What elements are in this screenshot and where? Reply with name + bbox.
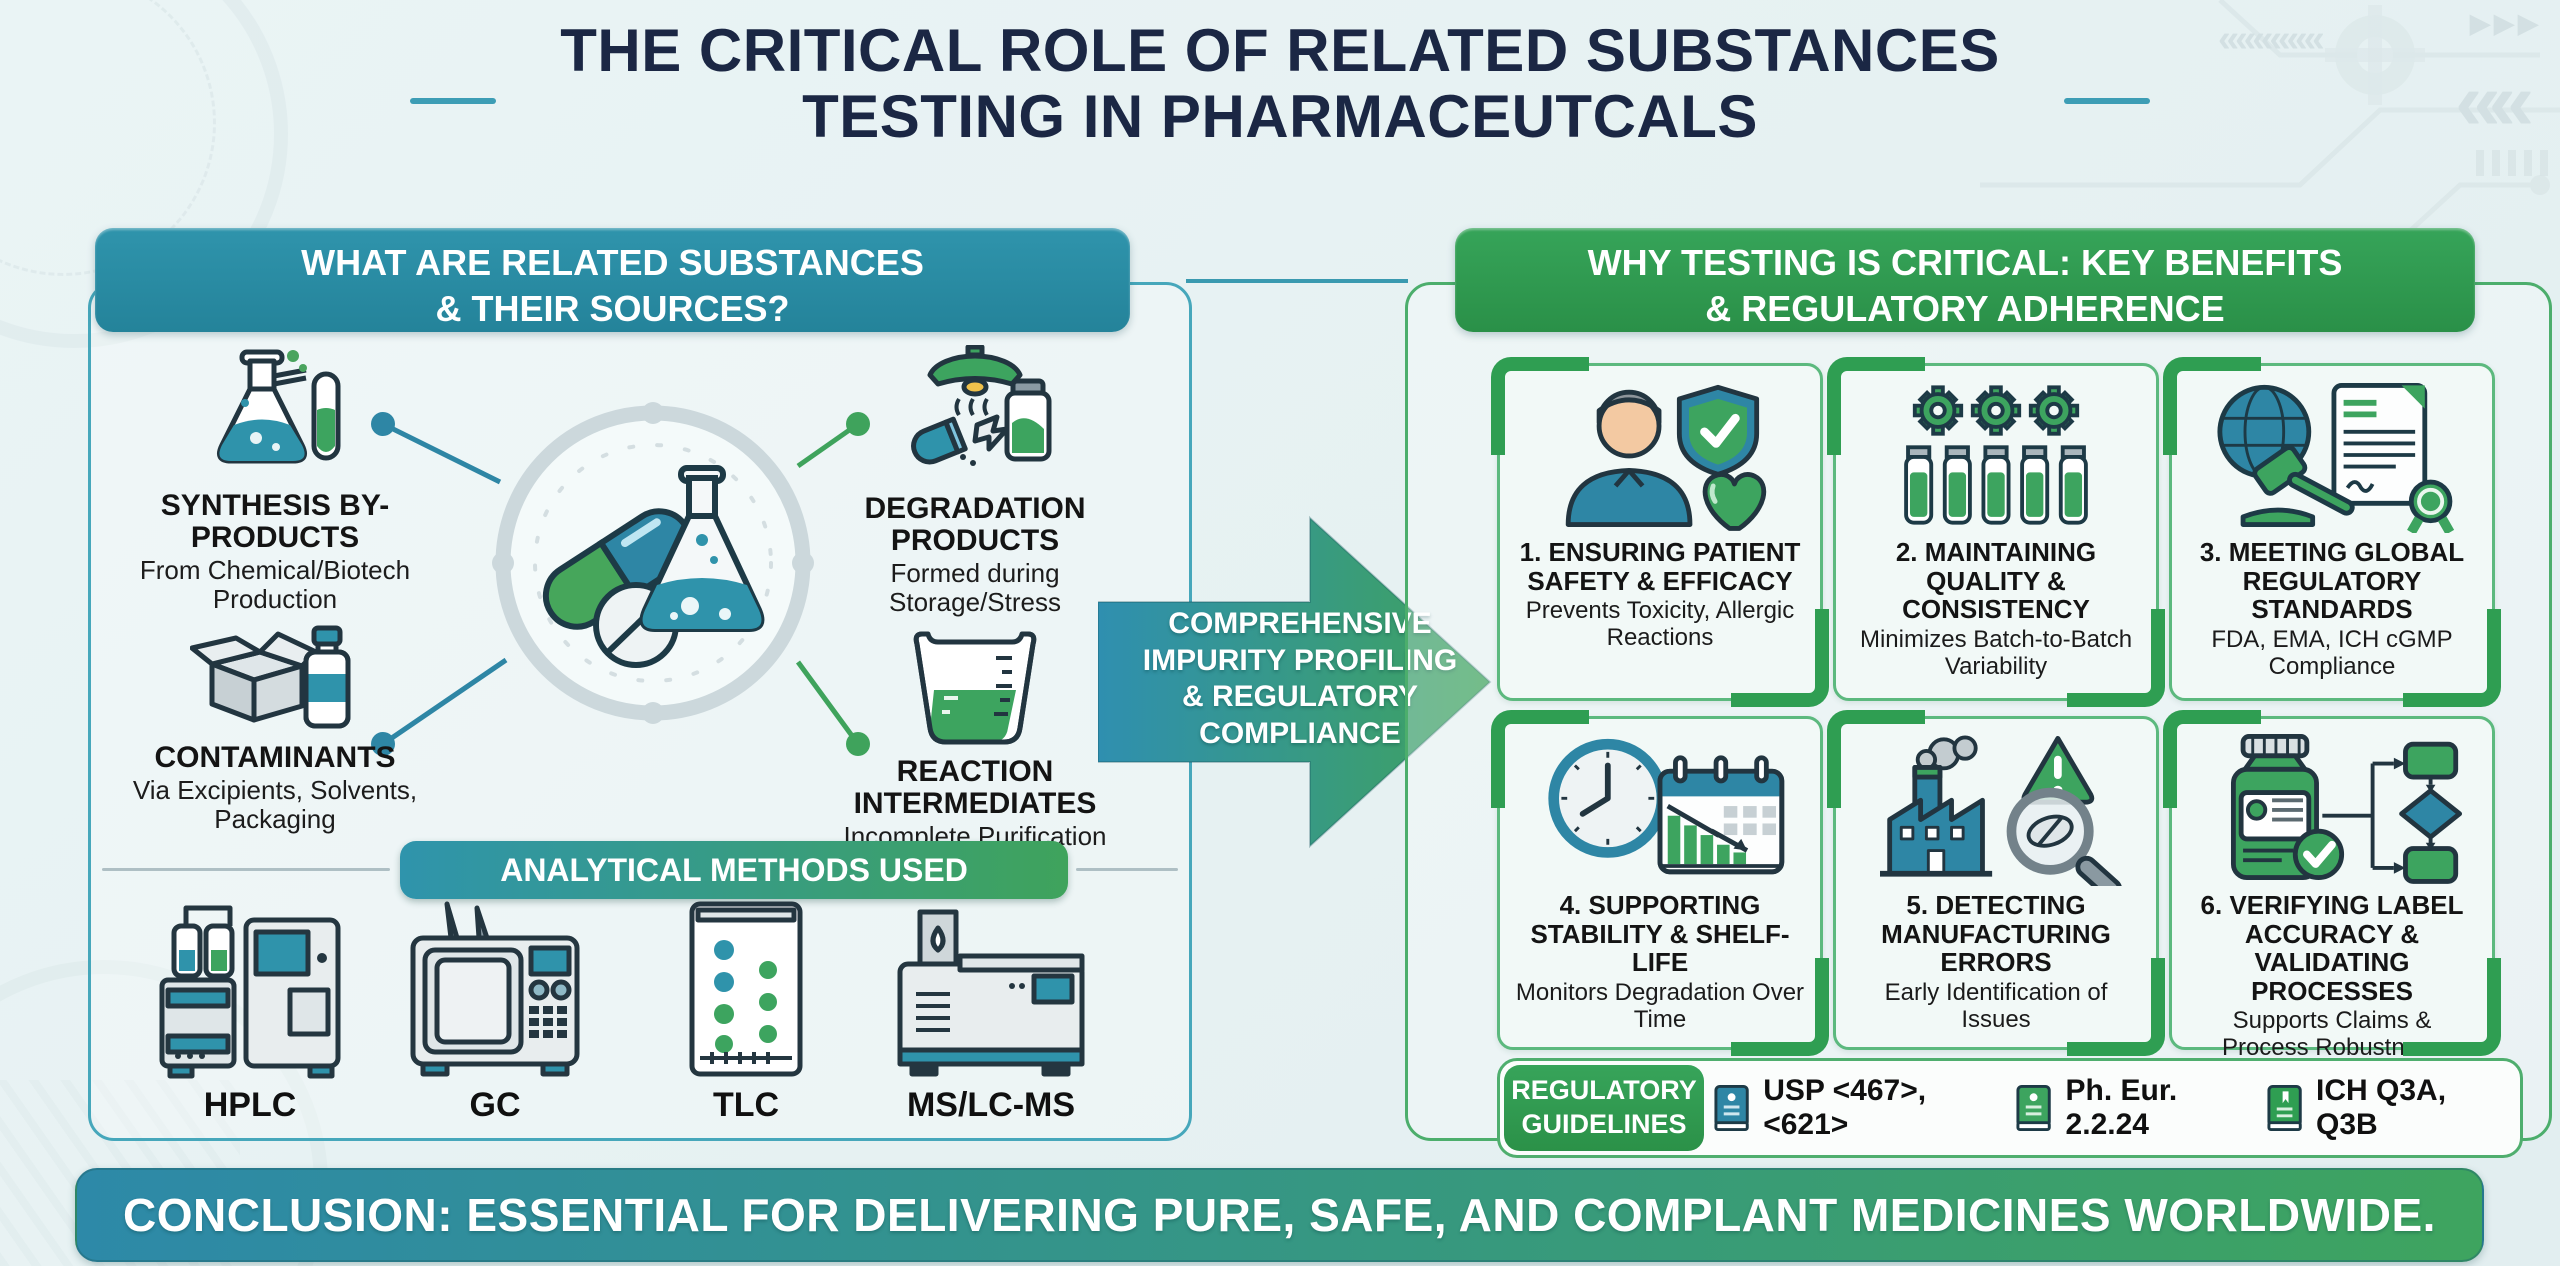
heat-lamp-broken-capsule-icon: [911, 345, 1052, 466]
box-bottle-icon: [190, 625, 351, 729]
impurity-profiling-arrow: [1098, 515, 1492, 849]
benefit-desc: Early Identification of Issues: [1884, 978, 2108, 1033]
patient-shield-heart-icon: [1565, 384, 1767, 531]
guidelines-items: USP <467>, <621> Ph. Eur. 2.2.24: [1712, 1061, 2512, 1155]
hplc-instrument-icon: [159, 905, 341, 1079]
source-title: CONTAMINANTS: [154, 741, 396, 774]
guideline-text: Ph. Eur. 2.2.24: [2065, 1074, 2178, 1141]
benefit-title: 4. SUPPORTING STABILITY & SHELF-LIFE: [1530, 890, 1790, 978]
benefit-icon-wrap: [2172, 376, 2492, 534]
method-label: TLC: [712, 1086, 780, 1124]
guidelines-label-line2: GUIDELINES: [1521, 1109, 1687, 1139]
methods-banner: ANALYTICAL METHODS USED: [400, 841, 1068, 899]
source-title: DEGRADATION PRODUCTS: [864, 492, 1086, 558]
benefit-desc: Prevents Toxicity, Allergic Reactions: [1525, 597, 1795, 652]
regulatory-guidelines-bar: REGULATORY GUIDELINES USP <467>, <621>: [1497, 1058, 2523, 1158]
source-desc: Formed during Storage/Stress: [889, 558, 1061, 618]
left-panel-header-line2: & THEIR SOURCES?: [435, 288, 790, 330]
benefit-card-4: 4. SUPPORTING STABILITY & SHELF-LIFE Mon…: [1491, 710, 1829, 1056]
gears-vials-icon: [1904, 385, 2088, 525]
tlc-plate-icon: [689, 901, 803, 1077]
guideline-item-pheur: Ph. Eur. 2.2.24: [2014, 1074, 2264, 1142]
flask-testtube-icon: [217, 349, 341, 464]
beaker-icon: [913, 631, 1037, 745]
source-reaction-intermediates: REACTION INTERMEDIATES Incomplete Purifi…: [800, 628, 1150, 851]
decor-barcode: [2476, 150, 2556, 176]
source-title: SYNTHESIS BY-PRODUCTS: [160, 489, 390, 555]
benefit-desc: Monitors Degradation Over Time: [1515, 978, 1805, 1033]
page-title-line1: THE CRITICAL ROLE OF RELATED SUBSTANCES: [560, 17, 2000, 84]
benefit-card-5: 5. DETECTING MANUFACTURING ERRORS Early …: [1827, 710, 2165, 1056]
pills-flask-icon: [492, 402, 814, 724]
benefit-icon-wrap: [2172, 729, 2492, 887]
benefit-desc: Supports Claims & Process Robustness: [2221, 1007, 2443, 1062]
source-contaminants: CONTAMINANTS Via Excipients, Solvents, P…: [100, 608, 450, 834]
conclusion-banner: CONCLUSION: ESSENTIAL FOR DELIVERING PUR…: [75, 1168, 2484, 1262]
page-title-line2: TESTING IN PHARMACEUTCALS: [802, 83, 1758, 150]
right-panel-header: WHY TESTING IS CRITICAL: KEY BENEFITS & …: [1455, 228, 2475, 332]
benefit-title: 2. MAINTAINING QUALITY & CONSISTENCY: [1895, 537, 2097, 625]
benefit-card-6: 6. VERIFYING LABEL ACCURACY & VALIDATING…: [2163, 710, 2501, 1061]
source-degradation-products: DEGRADATION PRODUCTS Formed during Stora…: [800, 345, 1150, 617]
panel-connector-line: [1186, 279, 1408, 283]
clock-calendar-chart-icon: [1548, 738, 1785, 875]
central-hub: [478, 388, 828, 738]
benefit-desc: Minimizes Batch-to-Batch Variability: [1859, 625, 2133, 680]
benefit-title: 6. VERIFYING LABEL ACCURACY & VALIDATING…: [2200, 890, 2464, 1006]
method-ms-lcms: MS/LC-MS: [871, 898, 1111, 1125]
arrow-text-line4: COMPLIANCE: [1199, 716, 1401, 750]
factory-magnifier-warning-icon: [1880, 735, 2123, 886]
book-icon: [2267, 1084, 2302, 1132]
methods-line-right: [1076, 868, 1178, 871]
source-desc: Via Excipients, Solvents, Packaging: [132, 775, 418, 835]
method-tlc: TLC: [626, 898, 866, 1125]
method-hplc: HPLC: [130, 898, 370, 1125]
arrow-text-line1: COMPREHENSIVE: [1168, 607, 1432, 640]
benefit-title: 5. DETECTING MANUFACTURING ERRORS: [1881, 890, 2111, 978]
guideline-text: ICH Q3A, Q3B: [2316, 1074, 2447, 1141]
methods-banner-label: ANALYTICAL METHODS USED: [500, 852, 968, 888]
title-dash-right: [2064, 98, 2150, 104]
benefit-card-1: 1. ENSURING PATIENT SAFETY & EFFICACY Pr…: [1491, 357, 1829, 707]
methods-line-left: [102, 868, 390, 871]
benefit-card-2: 2. MAINTAINING QUALITY & CONSISTENCY Min…: [1827, 357, 2165, 707]
benefit-icon-wrap: [1500, 729, 1820, 887]
benefit-desc: FDA, EMA, ICH cGMP Compliance: [2211, 625, 2453, 680]
method-label: GC: [469, 1086, 521, 1124]
source-desc: From Chemical/Biotech Production: [139, 555, 411, 615]
benefit-icon-wrap: [1836, 376, 2156, 534]
guideline-text: USP <467>, <621>: [1763, 1074, 1927, 1141]
benefit-title: 1. ENSURING PATIENT SAFETY & EFFICACY: [1519, 537, 1801, 596]
benefit-icon-wrap: [1500, 376, 1820, 534]
arrow-text-line2: IMPURITY PROFILING: [1142, 643, 1458, 677]
guidelines-label-line1: REGULATORY: [1511, 1075, 1697, 1106]
left-panel-header: WHAT ARE RELATED SUBSTANCES & THEIR SOUR…: [95, 228, 1130, 332]
right-panel-header-line1: WHY TESTING IS CRITICAL: KEY BENEFITS: [1587, 242, 2343, 283]
ms-lcms-instrument-icon: [897, 909, 1085, 1077]
source-synthesis-byproducts: SYNTHESIS BY-PRODUCTS From Chemical/Biot…: [100, 348, 450, 614]
regulatory-guidelines-label: REGULATORY GUIDELINES: [1504, 1065, 1704, 1151]
source-title: REACTION INTERMEDIATES: [853, 755, 1097, 821]
bottle-flowchart-check-icon: [2230, 734, 2463, 884]
book-icon: [2016, 1084, 2052, 1132]
book-icon: [1714, 1084, 1749, 1132]
guideline-item-ich: ICH Q3A, Q3B: [2265, 1074, 2512, 1142]
gc-instrument-icon: [410, 901, 580, 1077]
arrow-text: COMPREHENSIVE IMPURITY PROFILING & REGUL…: [1140, 606, 1460, 752]
benefit-title: 3. MEETING GLOBAL REGULATORY STANDARDS: [2199, 537, 2465, 625]
title-dash-left: [410, 98, 496, 104]
benefit-card-3: 3. MEETING GLOBAL REGULATORY STANDARDS F…: [2163, 357, 2501, 707]
globe-gavel-certificate-icon: [2217, 382, 2455, 533]
method-gc: GC: [375, 898, 615, 1125]
guideline-item-usp: USP <467>, <621>: [1712, 1074, 2014, 1142]
arrow-text-line3: & REGULATORY: [1181, 680, 1419, 714]
benefit-icon-wrap: [1836, 729, 2156, 887]
method-label: HPLC: [203, 1086, 297, 1124]
method-label: MS/LC-MS: [906, 1086, 1076, 1124]
left-panel-header-line1: WHAT ARE RELATED SUBSTANCES: [301, 242, 924, 283]
right-panel-header-line2: & REGULATORY ADHERENCE: [1705, 288, 2225, 330]
